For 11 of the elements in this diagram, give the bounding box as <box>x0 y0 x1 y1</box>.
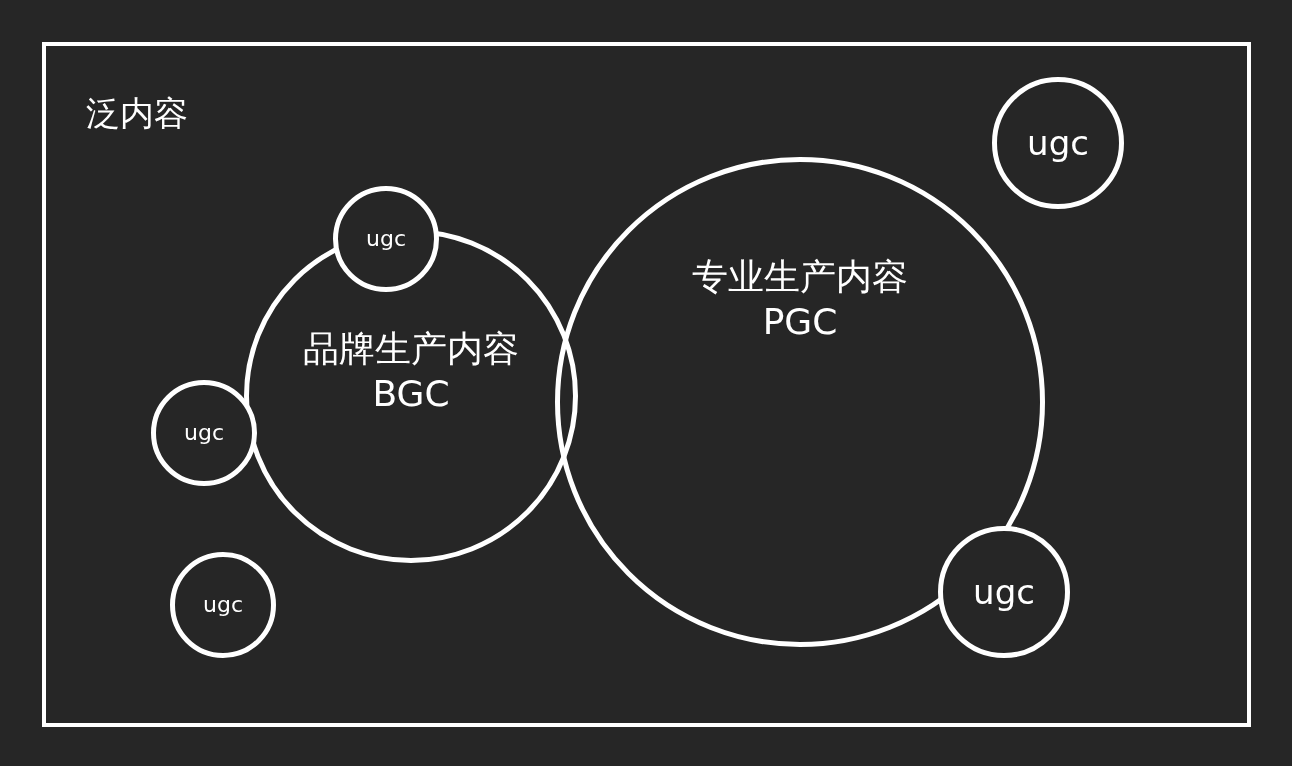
circle-label: ugc <box>1027 121 1089 165</box>
circle-label: ugc <box>184 419 224 447</box>
circle-label: 品牌生产内容 <box>303 327 519 371</box>
circle-label: ugc <box>366 225 406 253</box>
circle-abbreviation: PGC <box>762 300 838 344</box>
circle-label: ugc <box>203 591 243 619</box>
frame-heading: 泛内容 <box>86 92 188 135</box>
circle-label: ugc <box>973 570 1035 614</box>
circle-label: 专业生产内容 <box>692 255 908 299</box>
circle-abbreviation: BGC <box>372 372 450 416</box>
content-frame <box>42 42 1251 727</box>
